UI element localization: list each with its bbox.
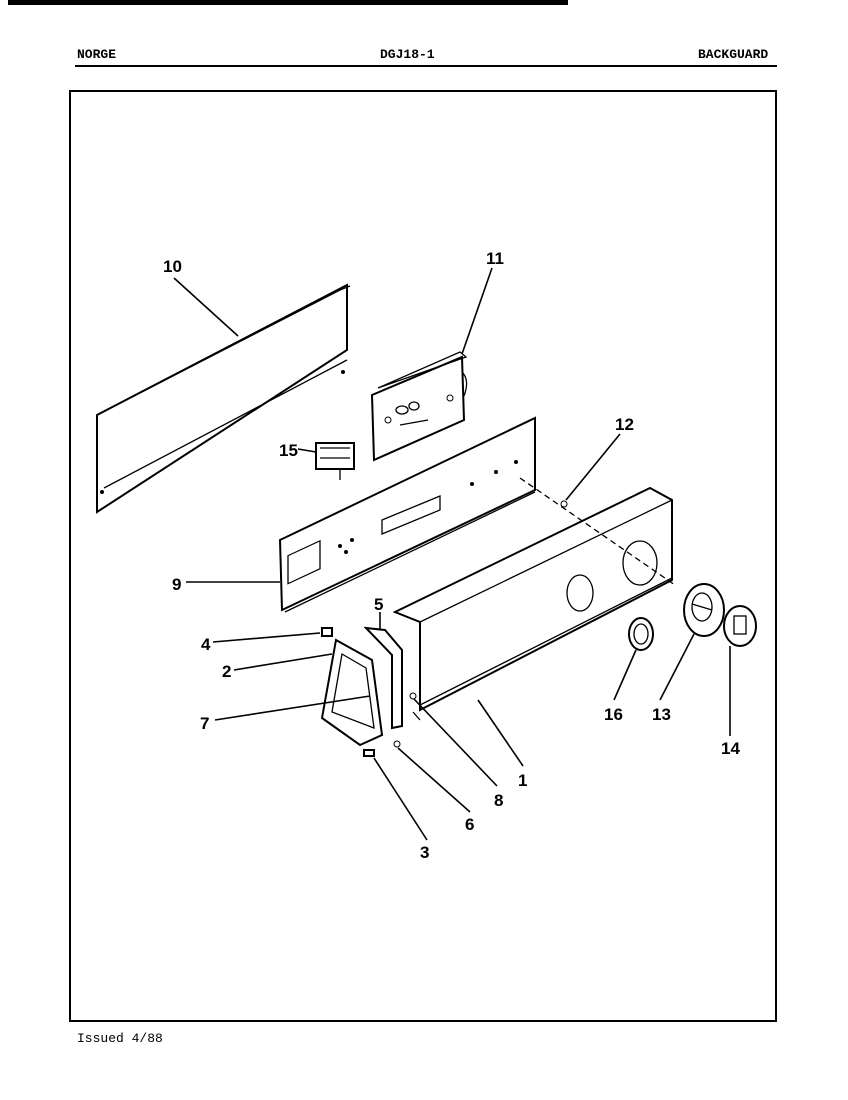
callout-5: 5 <box>374 595 383 614</box>
diagram-frame <box>69 90 777 1022</box>
header-brand: NORGE <box>77 47 117 62</box>
callout-7: 7 <box>200 714 209 733</box>
top-edge-bar <box>8 0 568 5</box>
callout-2: 2 <box>222 662 231 681</box>
callout-11: 11 <box>486 249 504 268</box>
part-11-timer <box>370 351 468 462</box>
part-1-console <box>392 486 673 721</box>
callout-3: 3 <box>420 843 429 862</box>
part-16-knob <box>628 617 654 651</box>
leader-lines <box>173 267 731 841</box>
callout-10: 10 <box>163 257 182 276</box>
callout-13: 13 <box>652 705 671 724</box>
callout-6: 6 <box>465 815 474 834</box>
part-9-panel <box>278 416 536 613</box>
callout-9: 9 <box>172 575 181 594</box>
callout-15: 15 <box>279 441 298 460</box>
header-rule <box>75 65 777 67</box>
part-10-top-trim <box>96 283 351 514</box>
callout-8: 8 <box>494 791 503 810</box>
part-2-bracket <box>320 638 384 747</box>
part-small-hardware <box>321 500 568 757</box>
header-section: BACKGUARD <box>698 47 769 62</box>
callout-4: 4 <box>201 635 211 654</box>
part-15-switch <box>315 442 355 480</box>
part-5-strap <box>363 626 403 730</box>
part-13-dial <box>683 583 725 637</box>
part-14-knob <box>723 605 757 647</box>
callout-12: 12 <box>615 415 634 434</box>
header-model: DGJ18-1 <box>380 47 435 62</box>
issued-date: Issued 4/88 <box>77 1031 163 1046</box>
callout-1: 1 <box>518 771 527 790</box>
callout-14: 14 <box>721 739 740 758</box>
callout-16: 16 <box>604 705 623 724</box>
